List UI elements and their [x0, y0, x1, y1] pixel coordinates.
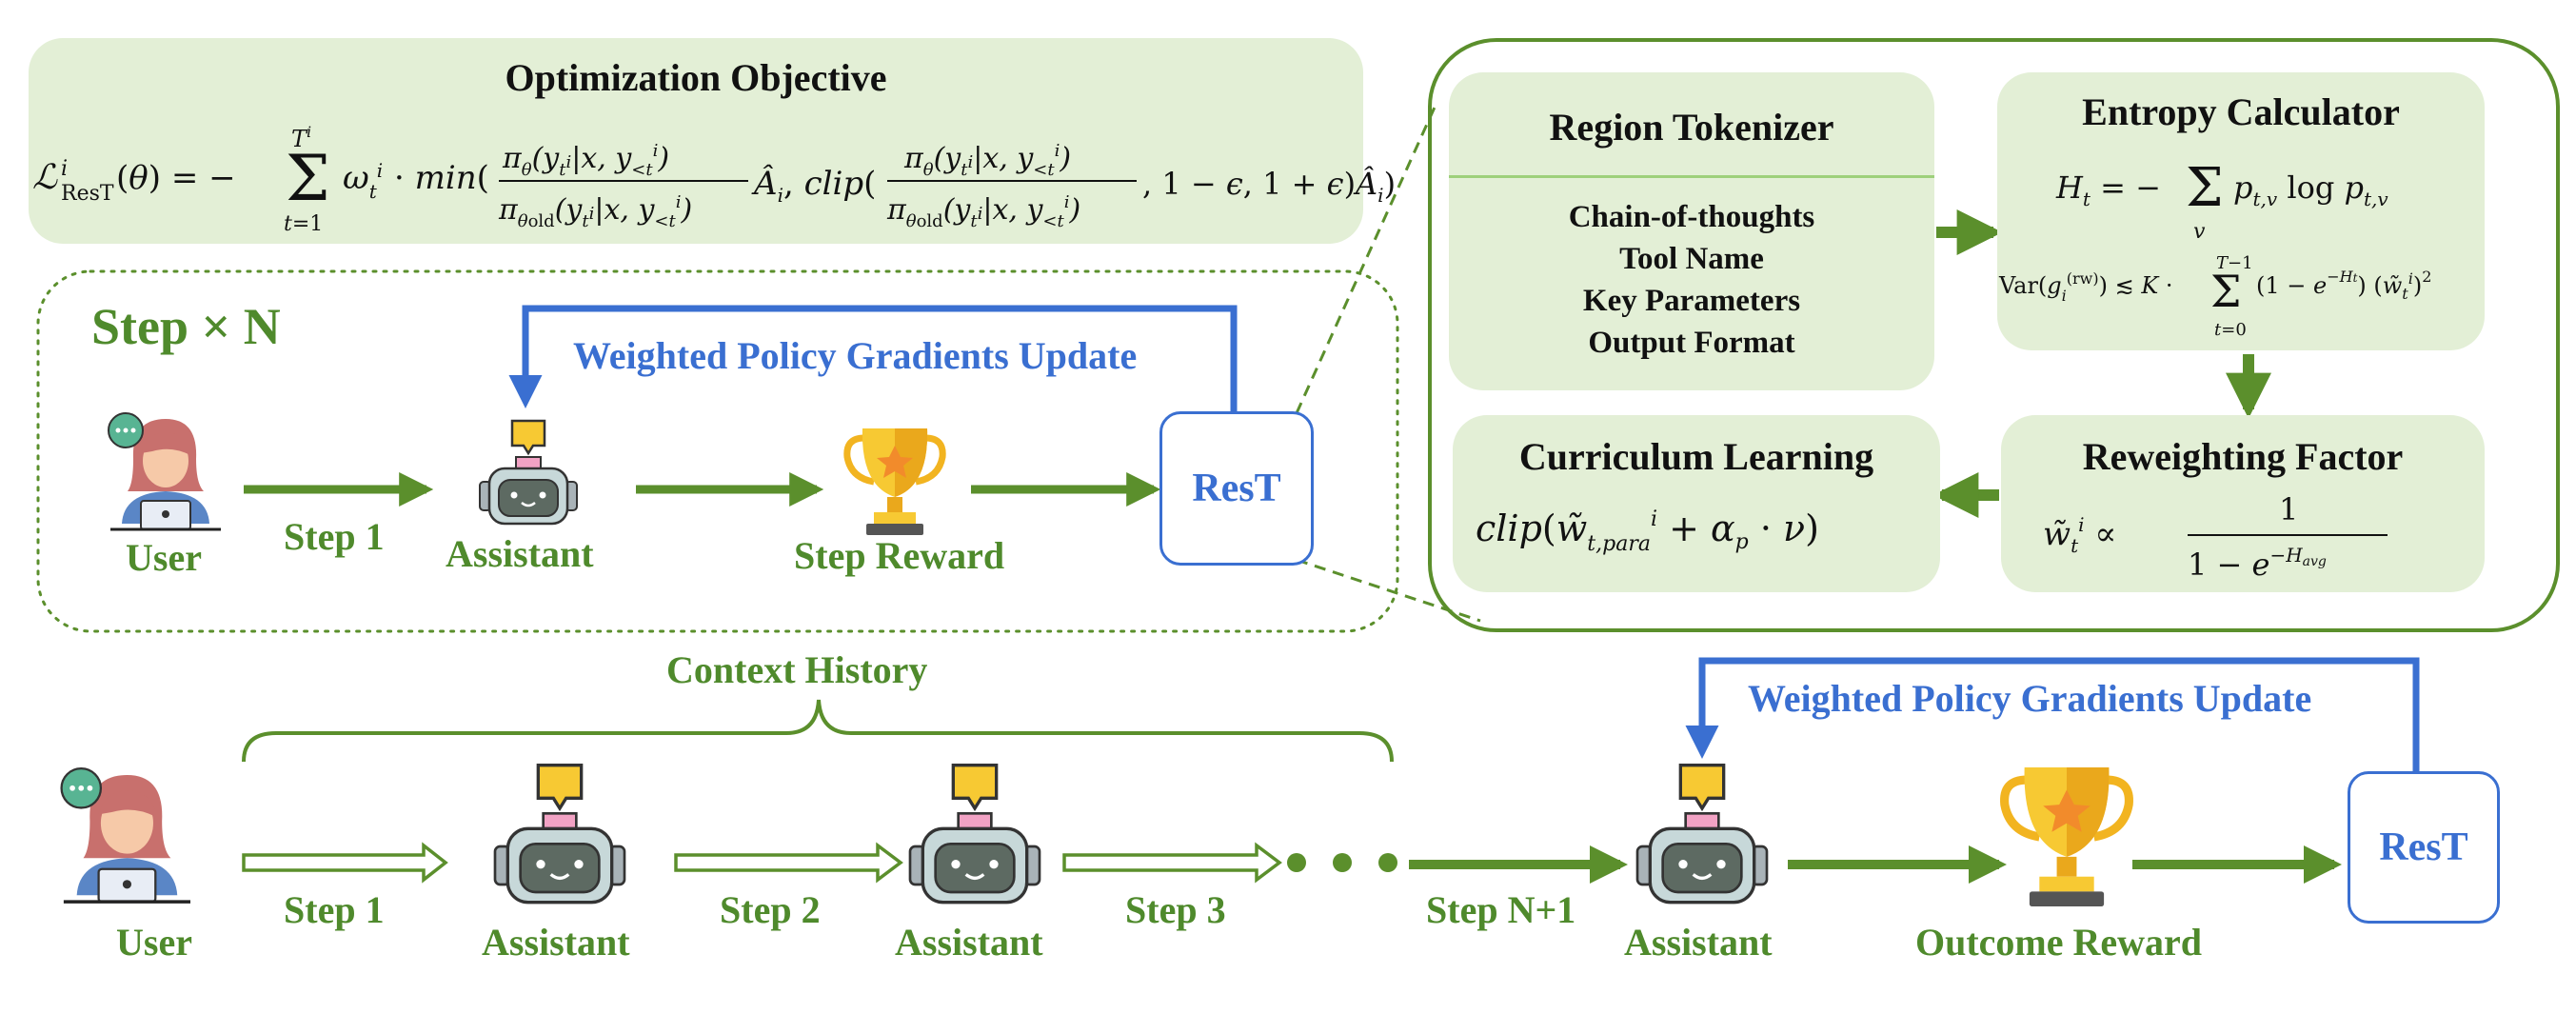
svg-text:v: v [2193, 220, 2206, 244]
step1-label-top: Step 1 [284, 515, 385, 558]
entropy-formula-1: Ht = − Σ v pt,v log pt,v [1997, 143, 2485, 248]
svg-text:clip(w̃t,parai + αp · ν): clip(w̃t,parai + αp · ν) [1476, 507, 1819, 556]
entropy-formula-2: Var(gi(rw)) ≲ K · T−1 Σ t=0 (1 − e−Ht) (… [1997, 246, 2485, 348]
svg-text:w̃ti ∝: w̃ti ∝ [2043, 513, 2116, 557]
trophy-icon [842, 425, 948, 539]
region-tokenizer-list: Chain-of-thoughts Tool Name Key Paramete… [1449, 196, 1934, 364]
svg-text:(1 − e−Ht) (w̃ti)2: (1 − e−Ht) (w̃ti)2 [2256, 268, 2431, 303]
svg-text:1 − e−Havg: 1 − e−Havg [2188, 544, 2327, 583]
user-icon [105, 409, 221, 531]
svg-text:πθ(yti|x, y<ti): πθ(yti|x, y<ti) [903, 141, 1071, 180]
svg-text:Σ: Σ [2210, 266, 2242, 317]
user-icon [57, 758, 190, 910]
step2-label-bottom: Step 2 [720, 888, 821, 931]
svg-text:Σ: Σ [286, 142, 330, 215]
region-tokenizer-box [1449, 72, 1934, 390]
ellipsis-dot-2 [1333, 853, 1352, 872]
tokenizer-item: Key Parameters [1582, 284, 1801, 318]
svg-text:πθ(yti|x, y<ti): πθ(yti|x, y<ti) [502, 141, 669, 180]
svg-text:(θ) = −: (θ) = − [116, 159, 236, 197]
svg-text:ωti: ωti [343, 159, 383, 203]
svg-text:ResT: ResT [61, 182, 114, 206]
svg-text:πθold(yti|x, y<ti): πθold(yti|x, y<ti) [498, 192, 692, 231]
region-tokenizer-title: Region Tokenizer [1549, 106, 1834, 149]
update-label-bottom: Weighted Policy Gradients Update [1748, 677, 2312, 720]
svg-text:i: i [61, 157, 68, 181]
user-label-bottom: User [116, 921, 192, 964]
svg-text:ℒ: ℒ [32, 158, 58, 197]
curriculum-formula: clip(w̃t,parai + αp · ν) [1453, 491, 1940, 567]
ellipsis-dot-3 [1378, 853, 1397, 872]
rest-label-top: ResT [1192, 467, 1281, 510]
step-loop-title: Step × N [91, 298, 281, 355]
feedback-arrow-top [508, 305, 1238, 411]
assistant-label-bottom-3: Assistant [1624, 921, 1773, 964]
assistant-label-top: Assistant [446, 532, 594, 575]
tokenizer-item: Chain-of-thoughts [1568, 200, 1815, 234]
svg-text:Var(gi(rw)) ≲ K ·: Var(gi(rw)) ≲ K · [1998, 269, 2173, 305]
svg-text:1: 1 [2279, 491, 2298, 527]
svg-text:T−1: T−1 [2216, 253, 2253, 273]
step-loop-frame [36, 269, 1399, 633]
context-history-label: Context History [666, 648, 928, 691]
ellipsis-dot-1 [1287, 853, 1306, 872]
zoom-line-bottom [1296, 558, 1481, 623]
objective-title: Optimization Objective [505, 56, 887, 99]
rest-label-bottom: ResT [2379, 825, 2468, 869]
curriculum-learning-box [1453, 415, 1940, 592]
user-label-top: User [126, 536, 202, 579]
tokenizer-item: Output Format [1588, 326, 1795, 360]
svg-text:pt,v log pt,v: pt,v log pt,v [2233, 169, 2388, 210]
assistant-robot-icon [474, 417, 583, 529]
svg-text:Ti: Ti [291, 123, 311, 152]
region-tokenizer-divider [1449, 175, 1934, 178]
tokenizer-item: Tool Name [1619, 242, 1764, 276]
update-label-top: Weighted Policy Gradients Update [573, 334, 1138, 377]
reweighting-factor-title: Reweighting Factor [2082, 435, 2404, 478]
assistant-robot-icon [487, 760, 632, 910]
reweighting-factor-box [2001, 415, 2485, 592]
trophy-icon [1997, 762, 2136, 912]
step3-label-bottom: Step 3 [1125, 888, 1226, 931]
rest-module-bottom[interactable]: ResT [2348, 771, 2500, 924]
assistant-label-bottom-2: Assistant [895, 921, 1043, 964]
svg-text:t=0: t=0 [2214, 320, 2247, 340]
curriculum-learning-title: Curriculum Learning [1518, 435, 1874, 478]
entropy-calculator-box [1997, 72, 2485, 350]
step1-label-bottom: Step 1 [284, 888, 385, 931]
objective-formula: ℒ i ResT (θ) = − Σ Ti t=1 ωti · min( πθ(… [29, 112, 1396, 236]
reweighting-formula: w̃ti ∝ 1 1 − e−Havg [2001, 482, 2485, 588]
stepN1-label-bottom: Step N+1 [1426, 888, 1576, 931]
assistant-label-bottom-1: Assistant [482, 921, 630, 964]
hollow-arrow-1 [242, 842, 448, 884]
svg-text:, 1 − ϵ, 1 + ϵ)Âi): , 1 − ϵ, 1 + ϵ)Âi) [1142, 166, 1396, 207]
step-reward-label: Step Reward [794, 534, 1005, 577]
assistant-robot-icon [1630, 760, 1774, 910]
assistant-robot-icon [902, 760, 1047, 910]
objective-box [29, 38, 1363, 244]
outcome-reward-label: Outcome Reward [1915, 921, 2203, 964]
hollow-arrow-3 [1062, 842, 1282, 884]
svg-text:Âi, clip(: Âi, clip( [751, 164, 876, 207]
hollow-arrow-2 [674, 842, 903, 884]
feedback-arrow-bottom [1685, 657, 2420, 771]
rest-module-top[interactable]: ResT [1159, 411, 1314, 566]
svg-text:πθold(yti|x, y<ti): πθold(yti|x, y<ti) [886, 192, 1080, 231]
context-bracket [242, 699, 1394, 763]
svg-text:t=1: t=1 [284, 212, 323, 236]
svg-text:Σ: Σ [2186, 157, 2224, 219]
svg-text:· min(: · min( [394, 159, 489, 197]
svg-text:Ht = −: Ht = − [2055, 169, 2161, 210]
entropy-calculator-title: Entropy Calculator [2082, 90, 2400, 133]
